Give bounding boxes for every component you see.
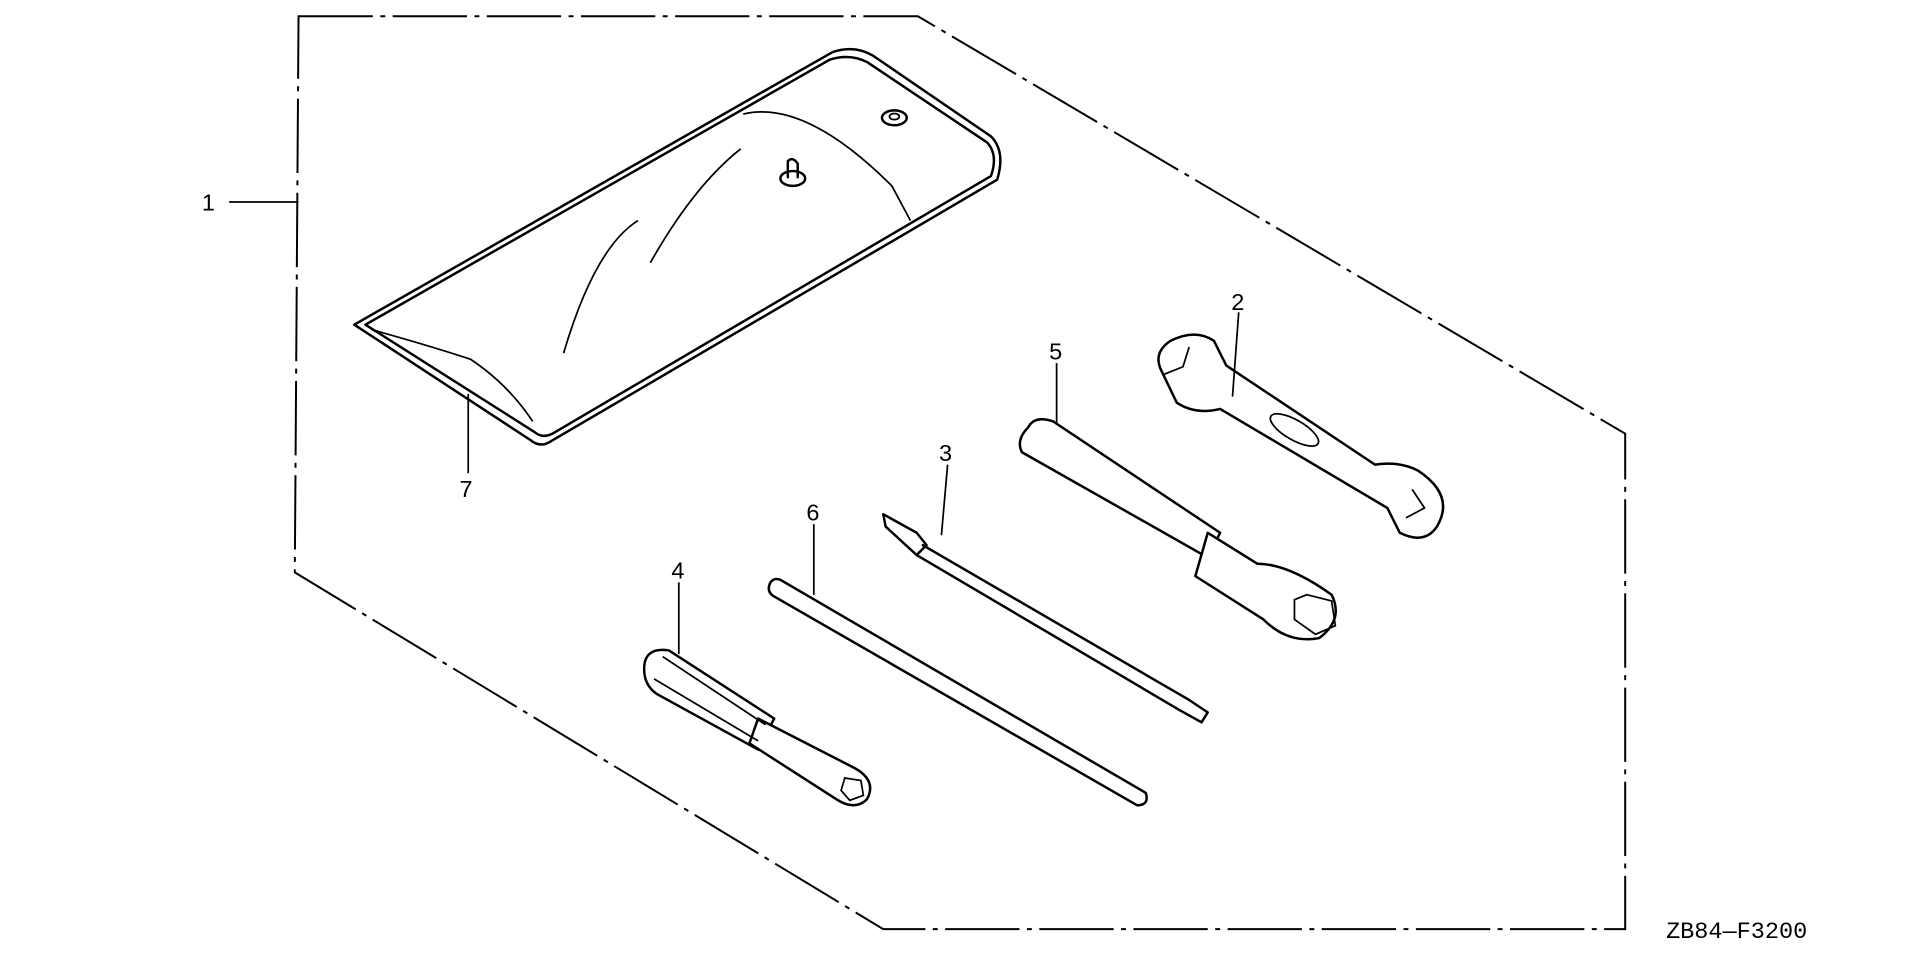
- callout-4: 4: [671, 558, 684, 584]
- kit-boundary: [293, 15, 1627, 931]
- callout-5: 5: [1049, 338, 1062, 364]
- tommy-bar-drawing: [767, 577, 1148, 807]
- callout-3: 3: [939, 440, 952, 466]
- callout-6: 6: [806, 499, 819, 525]
- tool-bag-drawing: [353, 47, 1002, 446]
- wrench-drawing: [1157, 333, 1445, 539]
- figure-code: ZB84—F3200: [1666, 919, 1807, 946]
- screwdriver-blade-drawing: [881, 512, 1209, 724]
- leader-lines: [229, 201, 1240, 655]
- callout-7: 7: [460, 476, 473, 502]
- screwdriver-grip-drawing: [642, 648, 872, 807]
- callout-2: 2: [1231, 289, 1244, 315]
- plug-wrench-drawing: [1018, 418, 1337, 641]
- callout-1: 1: [202, 190, 215, 216]
